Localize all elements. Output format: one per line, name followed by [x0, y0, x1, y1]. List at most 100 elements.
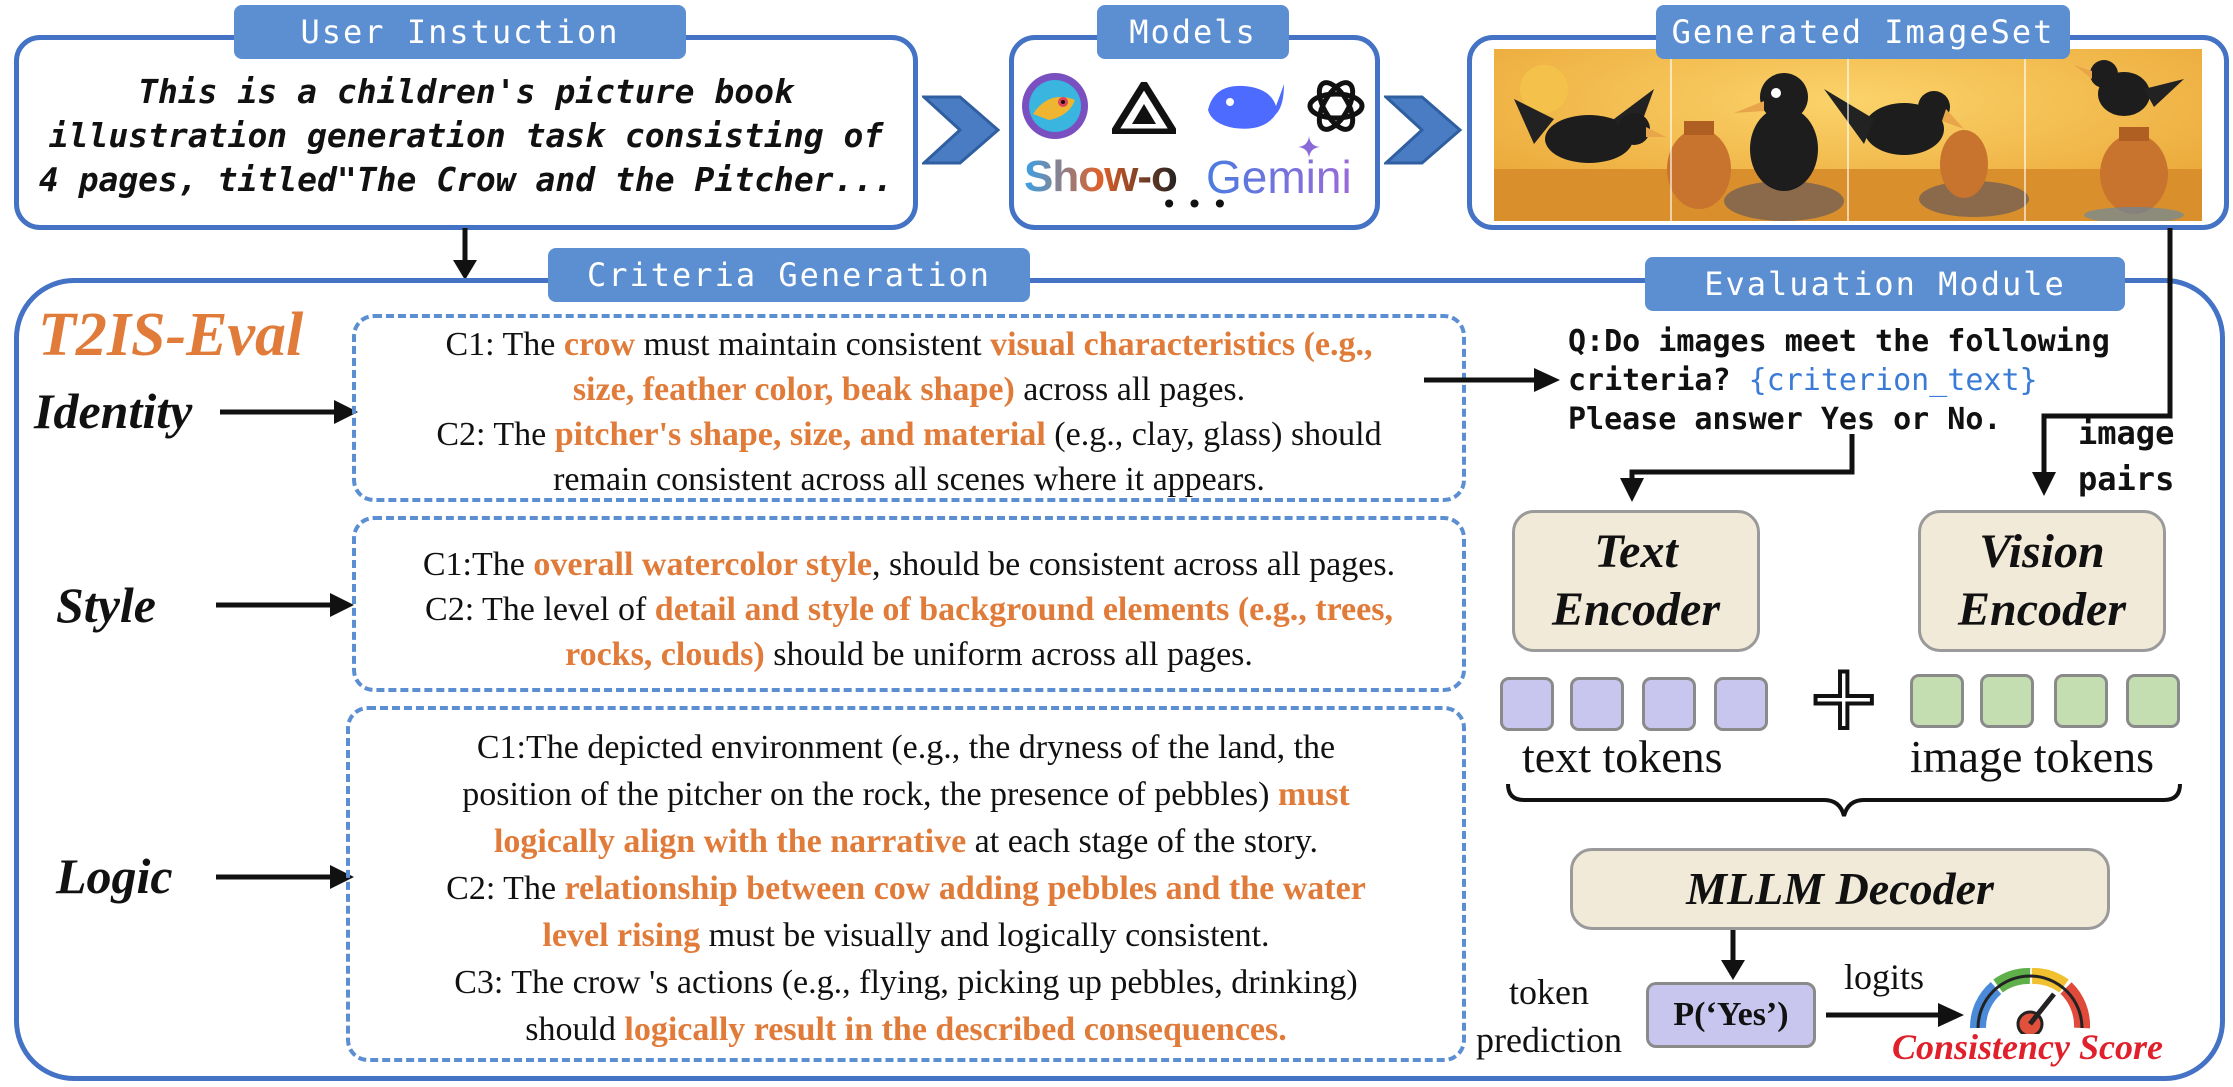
- text: , should be consistent across all pages.: [871, 546, 1396, 583]
- highlight: crow: [563, 326, 635, 363]
- text-encoder-line-2: Encoder: [1552, 583, 1720, 636]
- arrow-right-icon: [1424, 368, 1560, 392]
- text: across all pages.: [1014, 371, 1246, 408]
- text: C2: The level of: [425, 591, 655, 628]
- text-tokens-label: text tokens: [1522, 731, 1723, 782]
- identity-c2-line-2: remain consistent across all scenes wher…: [553, 461, 1265, 498]
- highlight: logically align with the narrative: [493, 823, 967, 860]
- arrow-right-icon: [1826, 1003, 1964, 1027]
- more-models-dots: • • •: [1160, 188, 1229, 221]
- highlight: overall watercolor style: [533, 546, 872, 583]
- image-token: [1910, 674, 1964, 728]
- identity-c1-line-2: size, feather color, beak shape) across …: [352, 367, 1466, 412]
- chevron-right-icon: [922, 95, 1001, 165]
- highlight: visual characteristics (e.g.,: [990, 326, 1373, 363]
- evaluation-question: Q:Do images meet the following criteria?…: [1568, 322, 2110, 439]
- text-token: [1500, 677, 1554, 731]
- image-panel-1: [1514, 65, 1666, 163]
- highlight: relationship between cow adding pebbles …: [564, 870, 1366, 907]
- token-prediction-label: token prediction: [1476, 968, 1622, 1064]
- tab-user-instruction: User Instuction: [234, 5, 686, 59]
- arrow-right-icon: [216, 865, 354, 889]
- text-token: [1714, 677, 1768, 731]
- openai-logo-icon: [1307, 80, 1365, 132]
- logic-c2-line-1: C2: The relationship between cow adding …: [346, 865, 1466, 912]
- mllm-decoder: MLLM Decoder: [1570, 848, 2110, 930]
- chevron-right-icon: [1384, 95, 1463, 165]
- models-box: Show-o Gemini • • •: [1009, 35, 1380, 230]
- instruction-line-3: 4 pages, titled"The Crow and the Pitcher…: [38, 160, 894, 199]
- logits-label: logits: [1844, 957, 1925, 997]
- logic-criteria-text: C1:The depicted environment (e.g., the d…: [346, 724, 1466, 1053]
- show-o-label: Show-o: [1024, 152, 1178, 201]
- image-panel-2: [1667, 73, 1844, 221]
- triangle-logo-icon: [1112, 82, 1176, 134]
- criterion-placeholder: {criterion_text}: [1748, 363, 2038, 398]
- connector-imageset-to-vision: [2032, 228, 2173, 496]
- highlight: pitcher's shape, size, and material: [554, 416, 1046, 453]
- arrow-right-icon: [220, 400, 358, 424]
- text: at each stage of the story.: [966, 823, 1318, 860]
- category-identity: Identity: [34, 383, 193, 439]
- style-criteria-text: C1:The overall watercolor style, should …: [352, 542, 1466, 677]
- show-o-logo: Show-o: [1024, 152, 1178, 202]
- gemini-logo: Gemini: [1206, 150, 1352, 204]
- arrow-down-icon: [453, 228, 477, 280]
- identity-c1-line-1: C1: The crow must maintain consistent vi…: [352, 322, 1466, 367]
- text-token: [1570, 677, 1624, 731]
- category-style: Style: [56, 577, 156, 633]
- user-instruction-box: This is a children's picture book illust…: [14, 35, 918, 230]
- vision-encoder: Vision Encoder: [1918, 510, 2166, 652]
- text: C2: The: [446, 870, 565, 907]
- identity-criteria-text: C1: The crow must maintain consistent vi…: [352, 322, 1466, 502]
- tab-models: Models: [1097, 5, 1289, 59]
- instruction-line-2: illustration generation task consisting …: [48, 116, 884, 155]
- plus-icon: +: [1804, 645, 1883, 750]
- style-c1: C1:The overall watercolor style, should …: [352, 542, 1466, 587]
- logic-c3-line-1: C3: The crow 's actions (e.g., flying, p…: [454, 964, 1358, 1001]
- logic-c3-line-2: should logically result in the described…: [346, 1006, 1466, 1053]
- text: should: [525, 1011, 625, 1048]
- image-token: [2054, 674, 2108, 728]
- text: should be uniform across all pages.: [764, 636, 1253, 673]
- mllm-decoder-label: MLLM Decoder: [1686, 863, 1994, 914]
- image-tokens-label: image tokens: [1910, 731, 2154, 782]
- logic-criteria-box: [346, 706, 1466, 1062]
- question-line-3: Please answer Yes or No.: [1568, 402, 2002, 437]
- arrow-right-icon: [216, 593, 354, 617]
- connector-question-to-text: [1620, 434, 1855, 502]
- sparkle-icon: [1298, 136, 1320, 158]
- logic-c2-line-2: level rising must be visually and logica…: [346, 912, 1466, 959]
- chameleon-logo-icon: [1022, 73, 1088, 139]
- p-yes-box: P(‘Yes’): [1646, 982, 1816, 1048]
- logic-c1-line-3: logically align with the narrative at ea…: [346, 818, 1466, 865]
- gauge-icon: [1970, 968, 2091, 1034]
- question-line-1: Q:Do images meet the following: [1568, 324, 2110, 359]
- text: must be visually and logically consisten…: [700, 917, 1270, 954]
- image-panel-4: [2074, 60, 2184, 221]
- identity-c2-line-1: C2: The pitcher's shape, size, and mater…: [352, 412, 1466, 457]
- instruction-line-1: This is a children's picture book: [138, 72, 794, 111]
- image-pairs-label: image pairs: [2078, 410, 2174, 502]
- text: C1: The: [445, 326, 564, 363]
- image-pairs-line-2: pairs: [2078, 460, 2175, 498]
- highlight: detail and style of background elements …: [654, 591, 1393, 628]
- user-instruction-text: This is a children's picture book illust…: [19, 70, 913, 202]
- tab-generated-imageset: Generated ImageSet: [1656, 5, 2070, 59]
- vision-encoder-line-1: Vision: [1979, 525, 2105, 578]
- generated-imageset-box: [1467, 35, 2229, 230]
- p-yes-label: P(‘Yes’): [1673, 996, 1789, 1033]
- main-panel: [14, 278, 2225, 1081]
- vision-encoder-line-2: Encoder: [1958, 583, 2126, 636]
- image-token: [2126, 674, 2180, 728]
- text: (e.g., clay, glass) should: [1045, 416, 1382, 453]
- highlight: level rising: [542, 917, 701, 954]
- logic-c1-line-2: position of the pitcher on the rock, the…: [346, 771, 1466, 818]
- token-prediction-line-1: token: [1508, 972, 1589, 1012]
- t2is-eval-title: T2IS-Eval: [38, 301, 304, 369]
- image-token: [1980, 674, 2034, 728]
- generated-images: [1494, 49, 2202, 221]
- text: C2: The: [436, 416, 555, 453]
- tab-criteria-generation: Criteria Generation: [548, 248, 1030, 302]
- whale-logo-icon: [1208, 84, 1284, 129]
